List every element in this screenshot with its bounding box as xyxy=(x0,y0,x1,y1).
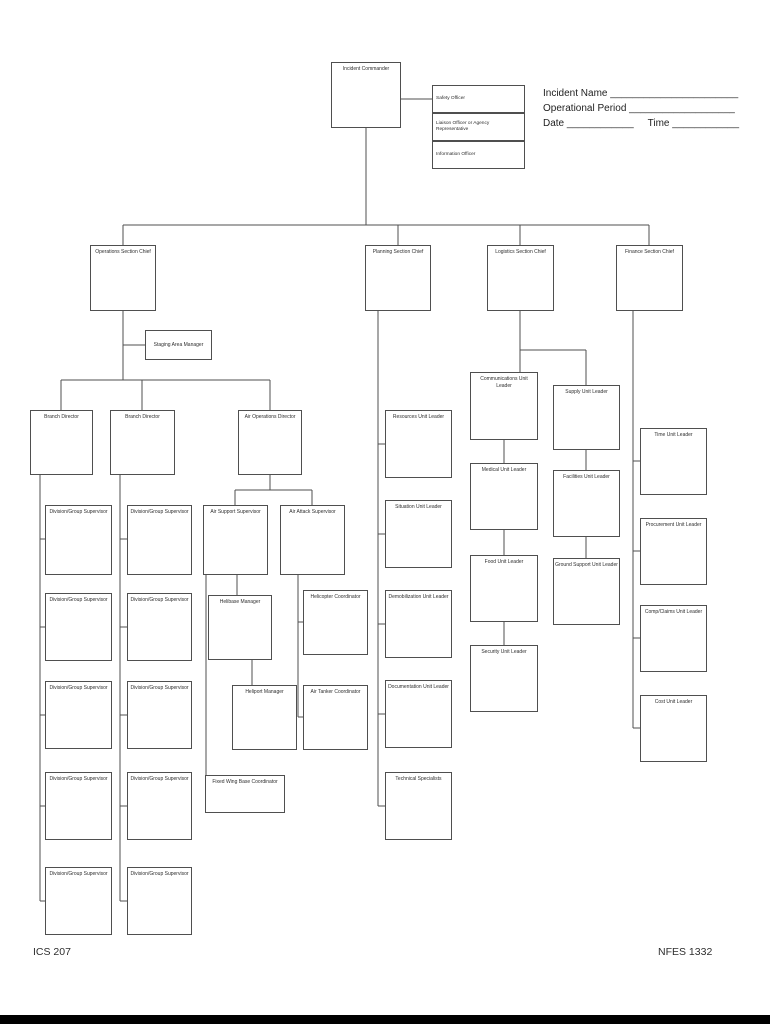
node-fixed-wing-base-coordinator: Fixed Wing Base Coordinator xyxy=(205,775,285,813)
scan-artifact-bar xyxy=(0,1015,770,1024)
node-division-group-supervisor-2-4: Division/Group Supervisor xyxy=(127,772,192,840)
node-division-group-supervisor-2-3: Division/Group Supervisor xyxy=(127,681,192,749)
node-branch-director-1: Branch Director xyxy=(30,410,93,475)
node-air-attack-supervisor: Air Attack Supervisor xyxy=(280,505,345,575)
date-field: Date ____________ xyxy=(543,118,634,129)
node-situation-unit-leader: Situation Unit Leader xyxy=(385,500,452,568)
node-logistics-section-chief: Logistics Section Chief xyxy=(487,245,554,311)
node-safety-officer: Safety Officer xyxy=(432,85,525,113)
node-finance-section-chief: Finance Section Chief xyxy=(616,245,683,311)
node-division-group-supervisor-1-4: Division/Group Supervisor xyxy=(45,772,112,840)
node-air-support-supervisor: Air Support Supervisor xyxy=(203,505,268,575)
node-documentation-unit-leader: Documentation Unit Leader xyxy=(385,680,452,748)
node-helicopter-coordinator: Helicopter Coordinator xyxy=(303,590,368,655)
node-air-tanker-coordinator: Air Tanker Coordinator xyxy=(303,685,368,750)
node-food-unit-leader: Food Unit Leader xyxy=(470,555,538,622)
node-heliport-manager: Heliport Manager xyxy=(232,685,297,750)
node-division-group-supervisor-2-1: Division/Group Supervisor xyxy=(127,505,192,575)
node-division-group-supervisor-1-2: Division/Group Supervisor xyxy=(45,593,112,661)
node-demobilization-unit-leader: Demobilization Unit Leader xyxy=(385,590,452,658)
node-incident-commander: Incident Commander xyxy=(331,62,401,128)
node-operations-section-chief: Operations Section Chief xyxy=(90,245,156,311)
node-division-group-supervisor-2-2: Division/Group Supervisor xyxy=(127,593,192,661)
node-division-group-supervisor-1-3: Division/Group Supervisor xyxy=(45,681,112,749)
node-helibase-manager: Helibase Manager xyxy=(208,595,272,660)
nfes-number-label: NFES 1332 xyxy=(658,946,713,958)
node-time-unit-leader: Time Unit Leader xyxy=(640,428,707,495)
node-comp-claims-unit-leader: Comp/Claims Unit Leader xyxy=(640,605,707,672)
node-division-group-supervisor-2-5: Division/Group Supervisor xyxy=(127,867,192,935)
node-air-operations-director: Air Operations Director xyxy=(238,410,302,475)
node-supply-unit-leader: Supply Unit Leader xyxy=(553,385,620,450)
node-security-unit-leader: Security Unit Leader xyxy=(470,645,538,712)
node-communications-unit-leader: Communications Unit Leader xyxy=(470,372,538,440)
node-staging-area-manager: Staging Area Manager xyxy=(145,330,212,360)
node-medical-unit-leader: Medical Unit Leader xyxy=(470,463,538,530)
node-ground-support-unit-leader: Ground Support Unit Leader xyxy=(553,558,620,625)
node-procurement-unit-leader: Procurement Unit Leader xyxy=(640,518,707,585)
node-information-officer: Information Officer xyxy=(432,141,525,169)
time-field: Time ____________ xyxy=(647,118,740,129)
form-number-label: ICS 207 xyxy=(33,946,71,958)
node-cost-unit-leader: Cost Unit Leader xyxy=(640,695,707,762)
node-liaison-officer: Liaison Officer or Agency Representative xyxy=(432,113,525,141)
node-branch-director-2: Branch Director xyxy=(110,410,175,475)
node-planning-section-chief: Planning Section Chief xyxy=(365,245,431,311)
form-header-block: Incident Name _______________________ Op… xyxy=(543,88,753,133)
node-technical-specialists: Technical Specialists xyxy=(385,772,452,840)
node-resources-unit-leader: Resources Unit Leader xyxy=(385,410,452,478)
node-division-group-supervisor-1-1: Division/Group Supervisor xyxy=(45,505,112,575)
operational-period-field: Operational Period ___________________ xyxy=(543,103,735,114)
node-division-group-supervisor-1-5: Division/Group Supervisor xyxy=(45,867,112,935)
node-facilities-unit-leader: Facilities Unit Leader xyxy=(553,470,620,537)
incident-name-field: Incident Name _______________________ xyxy=(543,88,739,99)
